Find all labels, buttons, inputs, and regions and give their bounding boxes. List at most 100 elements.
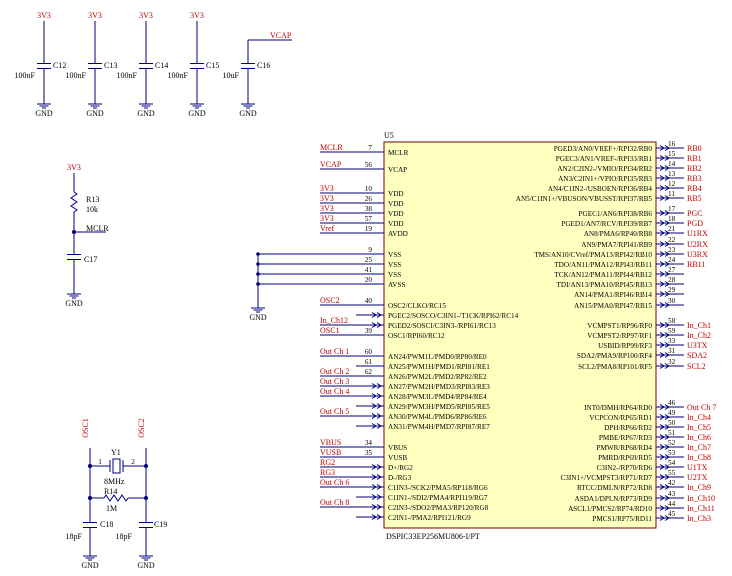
pin-number: 54	[668, 459, 676, 467]
pin-number: 7	[368, 144, 372, 152]
pin-number: 14	[668, 160, 676, 168]
pin-name: C3IN2-/RP70/RD6	[596, 464, 652, 472]
pin-name: TCK/AN12/PMA11/RPI44/RB12	[554, 271, 652, 279]
net-label: In_Ch1	[687, 321, 711, 330]
pin-number: 28	[668, 276, 676, 284]
pin-name: USBID/RP99/RF3	[598, 342, 652, 350]
net-label: OSC2	[320, 296, 340, 305]
pin-arrow	[659, 444, 670, 450]
cap-ref: C14	[155, 61, 168, 70]
pin-number: 57	[365, 215, 373, 223]
pin-name: AN25/PWM1H/PMD1/RPI81/RE1	[388, 363, 490, 371]
net-label: U1TX	[687, 463, 708, 472]
pin-number: 16	[668, 140, 676, 148]
crystal-freq: 8MHz	[104, 477, 125, 486]
junction-dot	[88, 464, 92, 468]
pin-arrow	[371, 322, 382, 328]
net-label: In_Ch9	[687, 483, 711, 492]
supply-net-label: 3V3	[139, 11, 153, 20]
supply-net-label: 3V3	[37, 11, 51, 20]
gnd-label: GND	[65, 299, 83, 308]
pin-name: C1IN1-/SDI2/PMA4/RPI119/RG7	[388, 494, 488, 502]
pin-number: 30	[668, 297, 676, 305]
pin-number: 24	[668, 256, 676, 264]
pin-number: 41	[365, 266, 373, 274]
pin-name: C2IN3-/SDO2/PMA3/RP120/RG8	[388, 504, 489, 512]
pin-number: 22	[668, 236, 676, 244]
pin-name: C3IN1+/VCMPST3/RP71/RD7	[560, 474, 652, 482]
pin-number: 17	[668, 205, 676, 213]
pin-name: PGED2/SOSCI/C3IN3-/RPI61/RC13	[388, 322, 496, 330]
pin-number: 39	[365, 327, 373, 335]
cap-value: 18pF	[116, 532, 133, 541]
net-label: U1RX	[687, 229, 708, 238]
net-label: RG3	[320, 468, 335, 477]
cap-value: 18pF	[66, 532, 83, 541]
pin-arrow	[659, 342, 670, 348]
pin-arrow	[659, 495, 670, 501]
net-label: 3V3	[320, 204, 334, 213]
net-label: Vref	[320, 224, 335, 233]
cap-ref: C13	[104, 61, 117, 70]
pin-number: 27	[668, 266, 676, 274]
pin-name: AN29/PWM3H/PMD5/RPI85/RE5	[388, 403, 490, 411]
net-label: 3V3	[320, 184, 334, 193]
pin-arrow	[659, 145, 670, 151]
pin-number: 21	[668, 225, 676, 233]
pin-number: 25	[365, 256, 373, 264]
gnd-label: GND	[249, 313, 267, 322]
pin-name: OSC1/RPI60/RC12	[388, 332, 445, 340]
junction-dot	[256, 262, 260, 266]
pin-number: 26	[365, 195, 373, 203]
pin-arrow	[659, 515, 670, 521]
pin-name: AN28/PWM3L/PMD4/RP84/RE4	[388, 393, 487, 401]
cap-value: 10uF	[223, 71, 240, 80]
pin-name: VCMPST1/RP96/RF0	[587, 322, 652, 330]
pin-name: VDD	[388, 190, 404, 198]
pin-name: VCAP	[388, 166, 407, 174]
pin-number: 34	[365, 439, 373, 447]
pin-number: 58	[668, 317, 676, 325]
pin-arrow	[659, 404, 670, 410]
pin-name: PMWR/RP68/RD4	[596, 444, 652, 452]
pin-number: 46	[668, 399, 676, 407]
pin-number: 45	[668, 510, 676, 518]
net-label: RB11	[687, 260, 705, 269]
chip-ref: U5	[384, 131, 394, 140]
pin-number: 13	[668, 170, 676, 178]
pin-arrow	[659, 195, 670, 201]
pin-arrow	[659, 185, 670, 191]
pin-number: 52	[668, 439, 676, 447]
net-label: Out Ch 1	[320, 347, 349, 356]
pin-name: AVSS	[388, 281, 405, 289]
pin-number: 60	[365, 348, 373, 356]
net-label: In_Ch2	[687, 331, 711, 340]
pin-number: 23	[668, 246, 676, 254]
net-label: 3V3	[320, 194, 334, 203]
pin-arrow	[659, 424, 670, 430]
pin-name: VBUS	[388, 444, 407, 452]
crystal-pin1: 1	[98, 458, 102, 466]
net-label: Out Ch 8	[320, 498, 349, 507]
pin-arrow	[659, 230, 670, 236]
net-label: RB3	[687, 174, 702, 183]
pin-arrow	[659, 505, 670, 511]
pin-arrow	[659, 271, 670, 277]
pin-number: 9	[368, 246, 372, 254]
cap-value: 100nF	[15, 71, 36, 80]
pin-arrow	[659, 352, 670, 358]
pin-arrow	[371, 312, 382, 318]
junction-dot	[144, 464, 148, 468]
resistor-ref: R14	[104, 487, 117, 496]
pin-name: AN31/PWM4H/PMD7/RPI87/RE7	[388, 423, 490, 431]
pin-arrow	[659, 332, 670, 338]
net-label: Out Ch 7	[687, 403, 716, 412]
pin-name: PGED3/AN0/VREF+/RPI32/RB0	[554, 145, 653, 153]
pin-number: 50	[668, 419, 676, 427]
pin-number: 31	[668, 347, 676, 355]
gnd-label: GND	[239, 109, 257, 118]
net-label: VBUS	[320, 438, 341, 447]
pin-number: 20	[365, 276, 373, 284]
net-label: In_Ch12	[320, 316, 348, 325]
